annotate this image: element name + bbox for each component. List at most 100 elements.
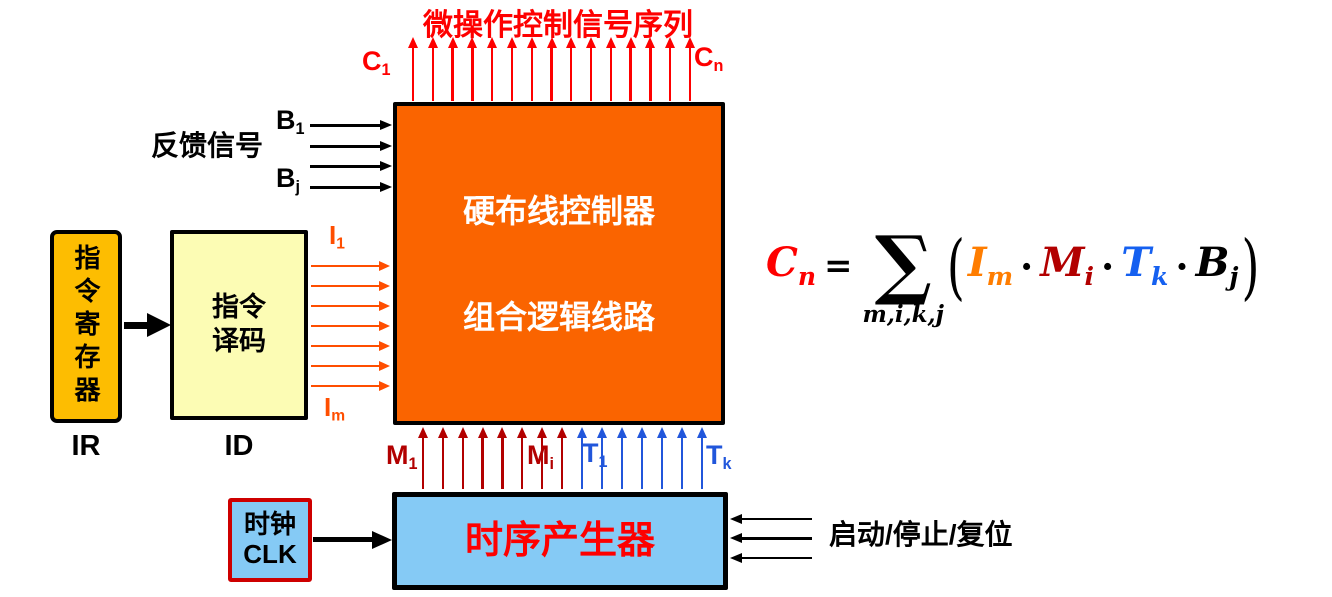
timing-box-text: 时序产生器 xyxy=(464,520,655,562)
clock-box: 时钟 CLK xyxy=(228,498,312,582)
formula-sigma-group: ∑ m,i,k,j xyxy=(862,219,944,328)
cn-label: Cn xyxy=(694,42,724,75)
t-signal-arrow xyxy=(640,437,644,489)
m-signal-arrow xyxy=(418,427,428,438)
micro-op-signal-arrow xyxy=(589,47,593,101)
i1-label: I1 xyxy=(329,220,345,253)
micro-op-signal-arrow xyxy=(625,37,636,48)
feedback-signal-arrow xyxy=(380,140,392,151)
control-input-arrow xyxy=(730,552,742,563)
feedback-signal-arrow xyxy=(310,144,381,148)
micro-op-signal-arrow xyxy=(467,37,478,48)
formula-dot: · xyxy=(1175,243,1189,289)
m-signal-arrow xyxy=(557,427,567,438)
m-signal-arrow xyxy=(540,437,544,489)
formula-term-bj: Bj xyxy=(1195,239,1239,291)
control-input-label: 启动/停止/复位 xyxy=(829,519,1013,550)
feedback-signal-arrow xyxy=(380,120,392,130)
t-signal-arrow xyxy=(700,437,704,489)
micro-op-signal-arrow xyxy=(526,37,537,48)
m-signal-arrow xyxy=(560,437,564,489)
m1-label: M1 xyxy=(386,440,418,473)
feedback-signal-label: 反馈信号 xyxy=(151,130,264,161)
formula-rparen: ) xyxy=(1241,224,1260,308)
im-label: Im xyxy=(324,392,346,425)
t-signal-arrow xyxy=(697,427,707,438)
formula-equals: = xyxy=(824,246,853,286)
micro-op-signal-arrow xyxy=(411,47,415,101)
control-input-arrow xyxy=(730,513,742,524)
ir-to-id-arrow xyxy=(147,313,171,337)
instruction-signal-arrow xyxy=(311,304,380,308)
micro-op-signal-arrow xyxy=(506,37,517,48)
diagram-title: 微操作控制信号序列 xyxy=(423,9,693,42)
t-signal-arrow xyxy=(657,427,667,438)
m-signal-arrow xyxy=(497,427,508,438)
id-box-line2: 译码 xyxy=(212,326,266,356)
m-signal-arrow xyxy=(537,427,548,438)
micro-op-signal-arrow xyxy=(609,47,613,101)
control-input-arrow xyxy=(730,533,742,543)
formula-lhs: Cn xyxy=(766,239,817,291)
t1-label: T1 xyxy=(582,438,608,470)
id-box-line1: 指令 xyxy=(212,292,266,323)
instruction-signal-arrow xyxy=(379,261,390,271)
micro-op-signal-arrow xyxy=(688,47,692,101)
control-input-arrow xyxy=(741,556,812,560)
instruction-decoder-box: 指令 译码 xyxy=(170,230,308,420)
micro-op-signal-arrow xyxy=(649,47,652,101)
t-signal-arrow xyxy=(617,427,627,438)
control-signal-formula: Cn = ∑ m,i,k,j ( Im · Mi · Tk · Bj ) xyxy=(766,196,1262,336)
bj-label: Bj xyxy=(276,163,300,196)
instruction-signal-arrow xyxy=(379,321,390,331)
feedback-signal-arrow xyxy=(310,165,381,169)
t-signal-arrow xyxy=(580,437,584,489)
sigma-subscript: m,i,k,j xyxy=(862,300,944,328)
micro-op-signal-arrow xyxy=(645,37,656,48)
instruction-signal-arrow xyxy=(379,361,390,371)
instruction-signal-arrow xyxy=(379,301,390,311)
formula-term-mi: Mi xyxy=(1040,239,1095,291)
mi-label: Mi xyxy=(527,440,554,473)
t-signal-arrow xyxy=(680,437,684,489)
m-signal-arrow xyxy=(477,427,488,438)
sigma-symbol: ∑ xyxy=(874,219,932,309)
micro-op-signal-arrow xyxy=(629,47,632,101)
formula-term-tk: Tk xyxy=(1121,239,1169,291)
micro-op-signal-arrow xyxy=(408,37,418,48)
ir-box-text: 指令寄存器 xyxy=(71,244,101,409)
micro-op-signal-arrow xyxy=(550,47,553,101)
t-signal-arrow xyxy=(677,427,687,438)
t-signal-arrow xyxy=(660,437,664,489)
c1-label: C1 xyxy=(362,46,391,79)
micro-op-signal-arrow xyxy=(605,37,616,48)
micro-op-signal-arrow xyxy=(431,47,434,101)
feedback-signal-arrow xyxy=(380,182,392,192)
instruction-signal-arrow xyxy=(311,324,380,328)
t-signal-arrow xyxy=(620,437,624,489)
m-signal-arrow xyxy=(517,427,528,438)
micro-op-signal-arrow xyxy=(510,47,514,101)
instruction-register-box: 指令寄存器 xyxy=(50,230,122,423)
t-signal-arrow xyxy=(577,427,587,438)
formula-term-im: Im xyxy=(967,239,1014,291)
main-box-line2: 组合逻辑线路 xyxy=(462,298,655,335)
micro-op-signal-arrow xyxy=(451,47,454,101)
clk-to-timing-arrow xyxy=(313,537,373,542)
feedback-signal-arrow xyxy=(310,186,381,189)
main-box-line1: 硬布线控制器 xyxy=(462,192,655,229)
clk-to-timing-arrow xyxy=(372,530,392,549)
m-signal-arrow xyxy=(461,437,464,489)
formula-dot: · xyxy=(1101,243,1115,289)
m-signal-arrow xyxy=(457,427,468,438)
m-signal-arrow xyxy=(501,437,504,489)
control-input-arrow xyxy=(741,537,812,540)
instruction-signal-arrow xyxy=(379,341,390,351)
micro-op-signal-arrow xyxy=(530,47,533,101)
t-signal-arrow xyxy=(637,427,647,438)
instruction-signal-arrow xyxy=(379,281,390,291)
t-signal-arrow xyxy=(600,437,604,489)
micro-op-signal-arrow xyxy=(427,37,438,48)
m-signal-arrow xyxy=(481,437,484,489)
